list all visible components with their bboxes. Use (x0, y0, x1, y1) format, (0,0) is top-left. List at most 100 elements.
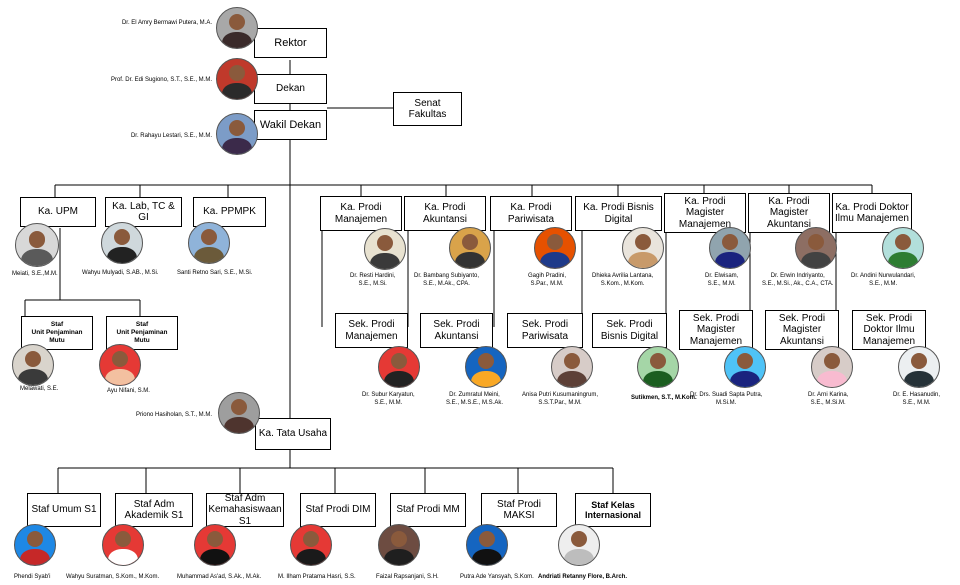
ka-prodi-box-2: Ka. Prodi Akuntansi (404, 196, 486, 231)
ka-prodi-name-6a: Dr. Erwin Indriyanto, (770, 273, 825, 279)
bottom-staff-name-6: Putra Ade Yansyah, S.Kom. (460, 574, 534, 580)
ka-tata-usaha-box: Ka. Tata Usaha (255, 418, 331, 450)
ka-prodi-name-2b: S.E., M.Ak., CPA. (423, 281, 470, 288)
ka-prodi-photo-7 (882, 227, 924, 269)
bottom-staff-name-4: M. Ilham Pratama Hasri, S.S. (278, 574, 356, 580)
ka-prodi-name-1: Dr. Resti Hardini,S.E., M.Si. (350, 272, 395, 288)
ka-upm-photo (15, 223, 59, 267)
staf-upm-2-line2: Unit Penjaminan Mutu (116, 329, 168, 344)
sek-prodi-name-6a: Dr. Arni Karina, (808, 392, 849, 398)
staf-adm-kemahasiswaan-box: Staf Adm Kemahasiswaan S1 (206, 493, 284, 527)
bottom-staff-photo-3 (194, 524, 236, 566)
sek-prodi-name-2b: S.E., M.S.E., M.S.Ak. (446, 400, 504, 407)
ka-tata-usaha-name: Priono Hasiholan, S.T., M.M. (135, 412, 212, 418)
sek-prodi-name-4a: Sutikmen, S.T., M.Kom. (631, 395, 697, 401)
staf-upm-photo-1 (12, 344, 54, 386)
ka-prodi-box-6: Ka. Prodi Magister Akuntansi (748, 193, 830, 233)
sek-prodi-name-5a: Dr. Drs. Suadi Sapta Putra, (690, 392, 763, 398)
bottom-staff-name-1: Phendi Syab'i (14, 574, 51, 580)
sek-prodi-photo-2 (465, 346, 507, 388)
ka-prodi-name-2: Dr. Bambang Subiyanto, S.E., M.Ak., CPA. (414, 272, 479, 288)
sek-prodi-name-3: Anisa Putri Kusumaningrum, S.S.T.Par., M.… (522, 391, 598, 407)
ka-ppmpk-box: Ka. PPMPK (193, 197, 266, 227)
ka-prodi-name-3a: Gagih Pradini, (528, 273, 567, 279)
ka-prodi-photo-4 (622, 227, 664, 269)
ka-prodi-name-3: Gagih Pradini, S.Par., M.M. (528, 272, 566, 288)
sek-prodi-box-2: Sek. Prodi Akuntansi (420, 313, 493, 348)
sek-prodi-photo-4 (637, 346, 679, 388)
sek-prodi-name-1a: Dr. Subur Karyatun, (362, 392, 415, 398)
dekan-photo (216, 58, 258, 100)
sek-prodi-photo-6 (811, 346, 853, 388)
ka-lab-photo (101, 222, 143, 264)
sek-prodi-photo-7 (898, 346, 940, 388)
ka-ppmpk-photo (188, 222, 230, 264)
ka-upm-name: Meiati, S.E.,M.M. (12, 271, 58, 277)
staf-upm-name-2: Ayu Nifani, S.M. (107, 388, 150, 394)
bottom-staff-photo-1 (14, 524, 56, 566)
ka-prodi-photo-2 (449, 227, 491, 269)
bottom-staff-name-7: Andriati Retanny Flore, B.Arch. (538, 574, 628, 580)
sek-prodi-name-2a: Dr. Zumratul Meini, (449, 392, 500, 398)
ka-prodi-name-6b: S.E., M.Si., Ak., C.A., CTA. (762, 281, 834, 288)
sek-prodi-box-4: Sek. Prodi Bisnis Digital (592, 313, 667, 348)
rektor-photo (216, 7, 258, 49)
bottom-staff-photo-5 (378, 524, 420, 566)
ka-prodi-photo-3 (534, 227, 576, 269)
ka-prodi-name-4a: Dhieka Avrilia Lantana, (592, 273, 654, 279)
ka-prodi-box-3: Ka. Prodi Pariwisata (490, 196, 572, 231)
sek-prodi-name-1b: S.E., M.M. (374, 400, 403, 407)
bottom-staff-photo-7 (558, 524, 600, 566)
staf-upm-1-line2: Unit Penjaminan Mutu (31, 329, 83, 344)
bottom-staff-name-3: Muhammad As'ad, S.Ak., M.Ak. (177, 574, 262, 580)
ka-ppmpk-name: Santi Retno Sari, S.E., M.Si. (177, 270, 253, 276)
ka-prodi-name-1a: Dr. Resti Hardini, (350, 273, 396, 279)
wakil-dekan-box: Wakil Dekan (254, 110, 327, 140)
ka-prodi-box-5: Ka. Prodi Magister Manajemen (664, 193, 746, 233)
sek-prodi-name-3b: S.S.T.Par., M.M. (538, 400, 582, 407)
staf-umum-box: Staf Umum S1 (27, 493, 101, 527)
rektor-name: Dr. El Amry Bermawi Putera, M.A. (121, 20, 212, 26)
ka-prodi-name-6: Dr. Erwin Indriyanto, S.E., M.Si., Ak., C… (762, 272, 834, 288)
staf-upm-photo-2 (99, 344, 141, 386)
staf-kelas-line1: Staf Kelas (591, 499, 635, 510)
sek-prodi-name-3a: Anisa Putri Kusumaningrum, (522, 392, 599, 398)
ka-prodi-box-4: Ka. Prodi Bisnis Digital (575, 196, 662, 231)
wakil-dekan-name: Dr. Rahayu Lestari, S.E., M.M. (130, 133, 212, 139)
sek-prodi-name-6b: S.E., M.Si.M. (810, 400, 846, 407)
wakil-dekan-photo (216, 113, 258, 155)
ka-prodi-photo-6 (795, 227, 837, 269)
sek-prodi-photo-5 (724, 346, 766, 388)
rektor-box: Rektor (254, 28, 327, 58)
sek-prodi-name-4: Sutikmen, S.T., M.Kom. (631, 394, 697, 402)
dekan-name: Prof. Dr. Edi Sugiono, S.T., S.E., M.M. (110, 77, 212, 83)
ka-prodi-name-2a: Dr. Bambang Subiyanto, (414, 273, 480, 279)
sek-prodi-name-1: Dr. Subur Karyatun, S.E., M.M. (362, 391, 415, 407)
ka-prodi-box-1: Ka. Prodi Manajemen (320, 196, 402, 231)
sek-prodi-box-1: Sek. Prodi Manajemen (335, 313, 408, 348)
senat-fakultas-box: Senat Fakultas (393, 92, 462, 126)
staf-kelas-internasional-box: Staf Kelas Internasional (575, 493, 651, 527)
staf-prodi-mm-box: Staf Prodi MM (390, 493, 466, 527)
bottom-staff-name-5: Faizal Rapsanjani, S.H. (376, 574, 439, 580)
staf-prodi-dim-box: Staf Prodi DIM (300, 493, 376, 527)
sek-prodi-box-6: Sek. Prodi Magister Akuntansi (765, 310, 839, 350)
staf-adm-akademik-box: Staf Adm Akademik S1 (115, 493, 193, 527)
ka-lab-name: Wahyu Mulyadi, S.AB., M.Si. (82, 270, 159, 276)
sek-prodi-box-5: Sek. Prodi Magister Manajemen (679, 310, 753, 350)
sek-prodi-box-7: Sek. Prodi Doktor Ilmu Manajemen (852, 310, 926, 350)
staf-kelas-line2: Internasional (584, 510, 641, 520)
ka-prodi-name-3b: S.Par., M.M. (530, 281, 564, 288)
dekan-box: Dekan (254, 74, 327, 104)
bottom-staff-photo-4 (290, 524, 332, 566)
ka-prodi-name-7b: S.E., M.M. (869, 281, 898, 288)
bottom-staff-photo-2 (102, 524, 144, 566)
staf-upm-1-line1: Staf (50, 321, 64, 329)
ka-prodi-photo-1 (364, 228, 406, 270)
sek-prodi-photo-1 (378, 346, 420, 388)
ka-tata-usaha-photo (218, 392, 260, 434)
sek-prodi-name-2: Dr. Zumratul Meini, S.E., M.S.E., M.S.Ak. (446, 391, 503, 407)
sek-prodi-box-3: Sek. Prodi Pariwisata (507, 313, 583, 348)
ka-prodi-name-5: Dr. Elwisam,S.E., M.M. (705, 272, 738, 288)
ka-prodi-name-4b: S.Kom., M.Kom. (600, 281, 645, 288)
